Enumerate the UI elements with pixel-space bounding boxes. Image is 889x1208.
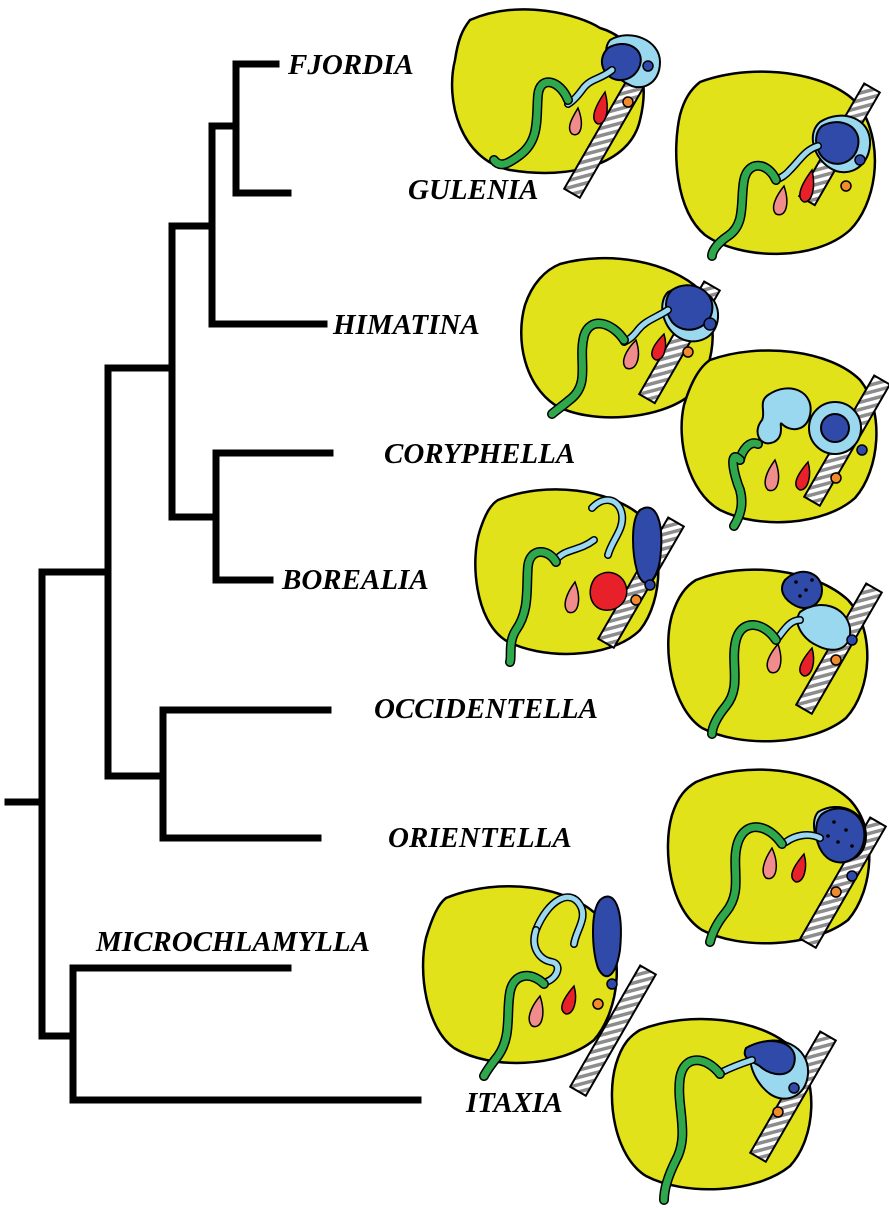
orange-dot — [593, 999, 603, 1009]
taxon-label-microchlamylla: MICROCHLAMYLLA — [95, 926, 370, 958]
illustration-gulenia — [676, 72, 880, 256]
small-blue-node — [645, 580, 655, 590]
taxon-label-occidentella: OCCIDENTELLA — [374, 693, 598, 725]
red-blob — [590, 572, 627, 610]
orange-dot — [831, 655, 841, 665]
taxon-label-borealia: BOREALIA — [281, 564, 429, 596]
illustration-occidentella — [668, 570, 882, 742]
small-blue-node — [847, 635, 857, 645]
taxon-label-coryphella: CORYPHELLA — [384, 438, 575, 470]
orange-dot — [773, 1107, 783, 1117]
small-blue-node — [789, 1083, 799, 1093]
bursa-dark — [593, 897, 621, 977]
orange-dot — [841, 181, 851, 191]
bursa-dark — [633, 507, 661, 582]
gland-blob — [452, 9, 644, 173]
illustration-borealia — [475, 489, 683, 662]
illustration-fjordia — [452, 9, 660, 197]
small-blue-node — [607, 979, 617, 989]
orange-dot — [831, 473, 841, 483]
taxon-label-fjordia: FJORDIA — [287, 49, 414, 81]
bursa-dark-textured — [816, 808, 864, 862]
taxon-label-gulenia: GULENIA — [408, 174, 539, 206]
gland-blob — [475, 489, 658, 654]
illustration-coryphella — [682, 350, 889, 526]
orange-dot — [831, 887, 841, 897]
bursa-dark — [821, 414, 849, 442]
taxon-label-orientella: ORIENTELLA — [388, 822, 572, 854]
small-blue-node — [855, 155, 865, 165]
orange-dot — [623, 97, 633, 107]
small-blue-node — [847, 871, 857, 881]
taxon-label-himatina: HIMATINA — [332, 309, 480, 341]
small-blue-node — [857, 445, 867, 455]
orange-dot — [631, 595, 641, 605]
bursa-dark — [816, 122, 858, 164]
taxon-label-itaxia: ITAXIA — [465, 1087, 563, 1119]
small-blue-node — [643, 61, 653, 71]
orange-dot — [683, 347, 693, 357]
small-blue-node — [704, 318, 716, 330]
illustration-itaxia — [612, 1019, 836, 1200]
illustration-orientella — [668, 770, 886, 948]
